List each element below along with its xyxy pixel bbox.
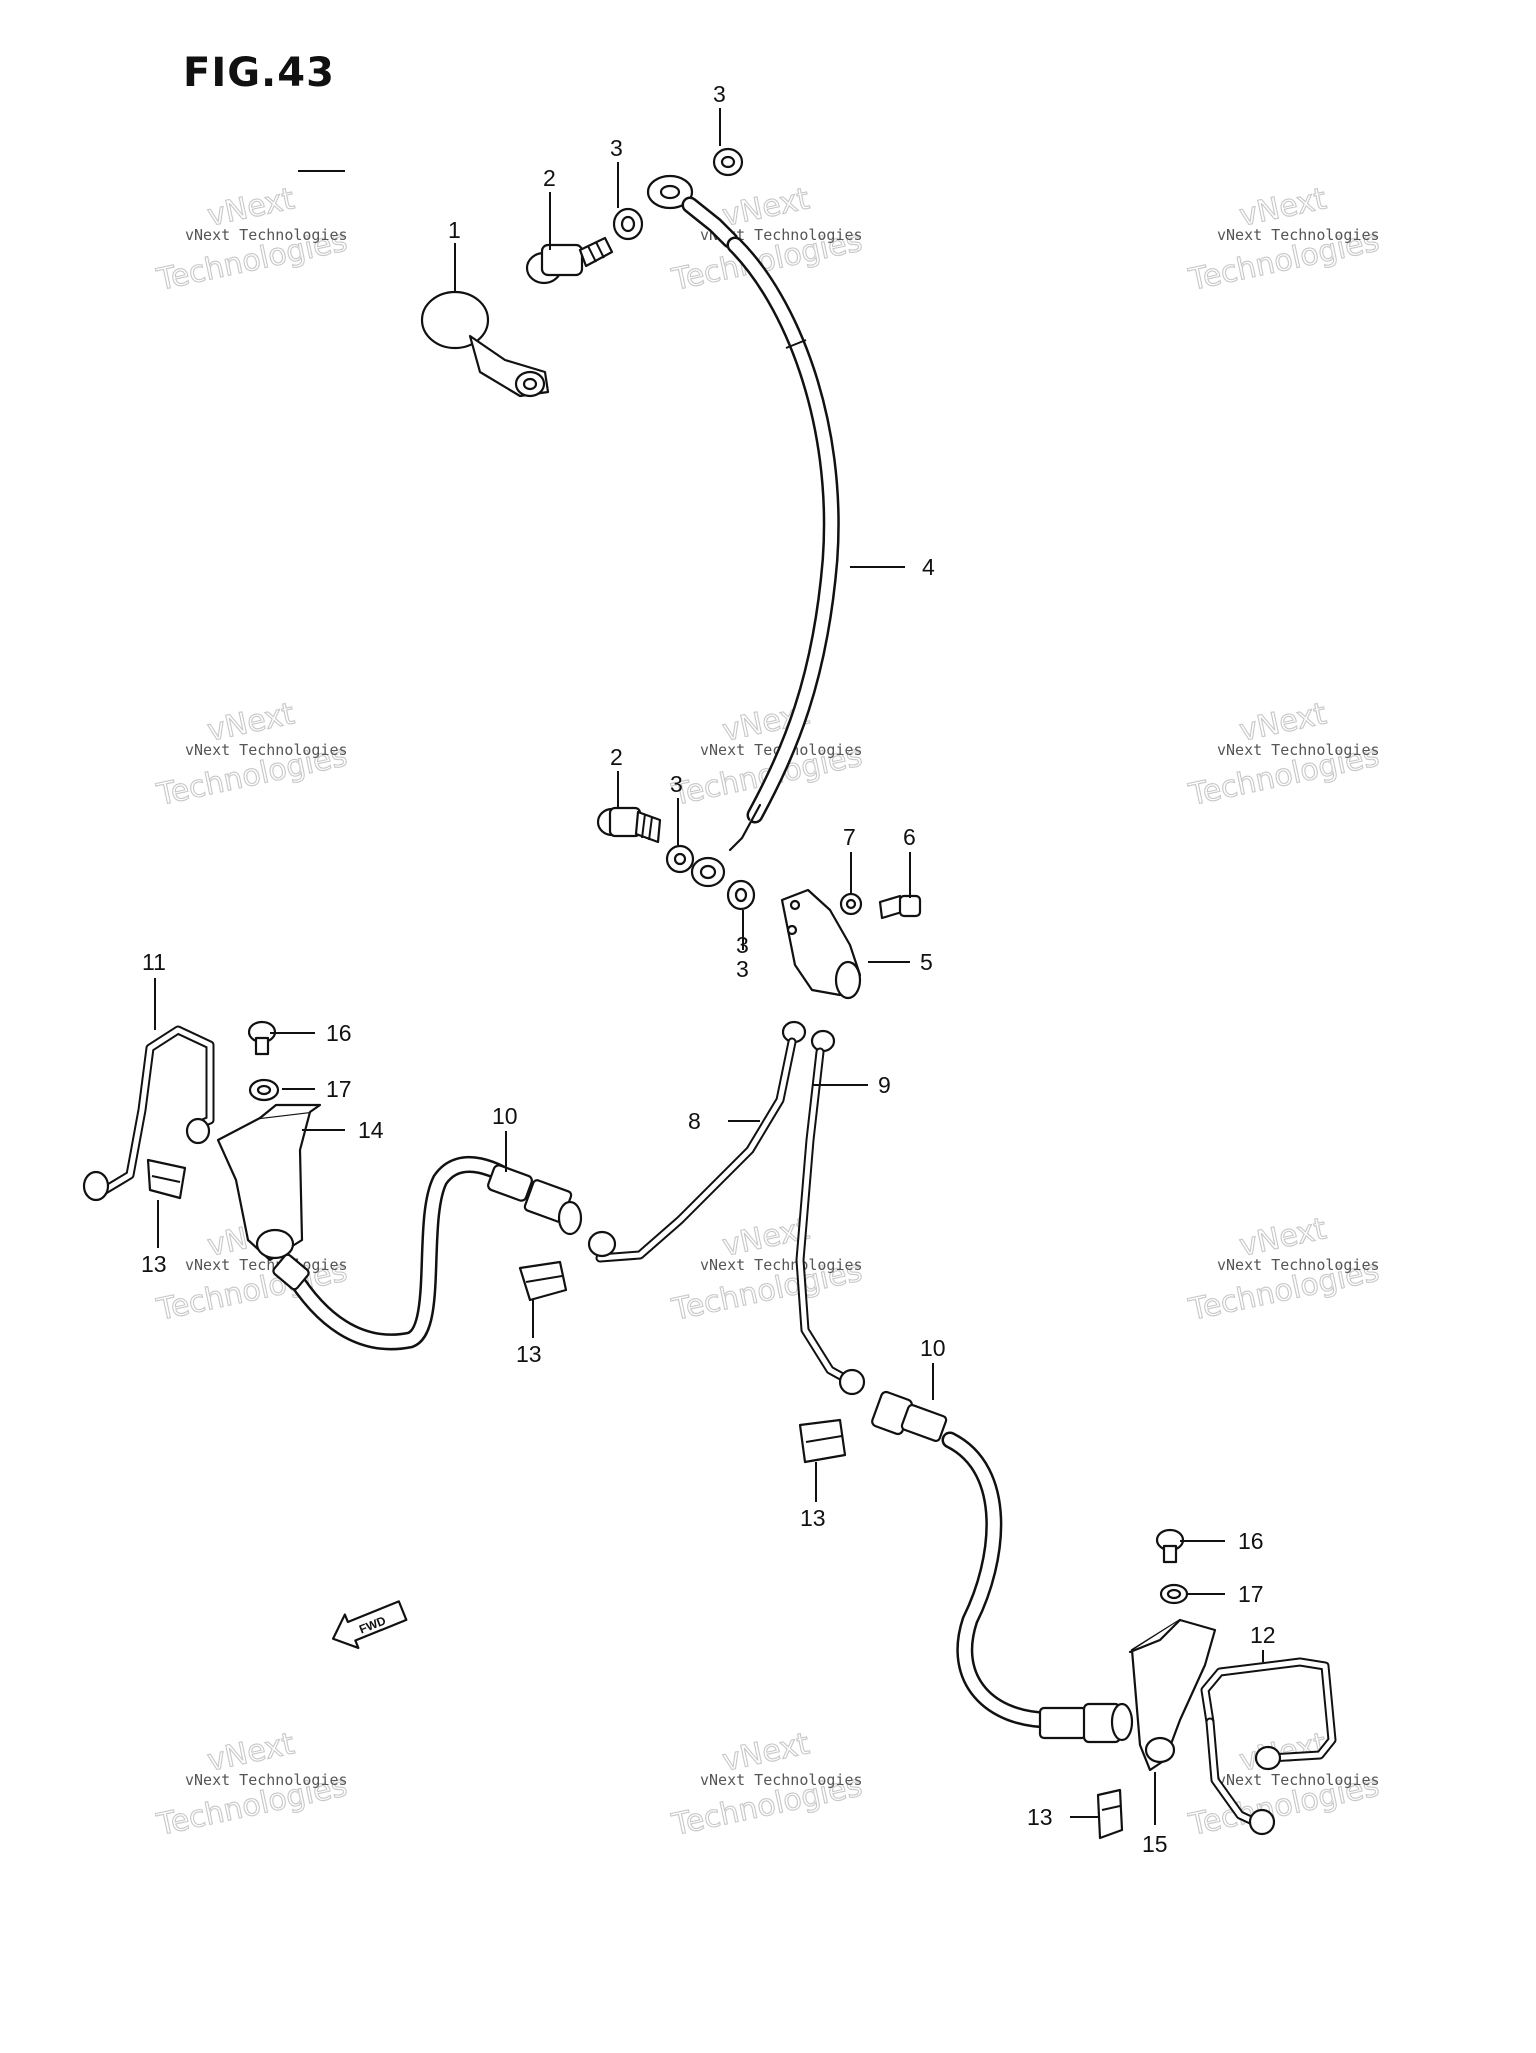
part-9-brake-pipe (795, 1029, 866, 1396)
part-6-bolt (878, 894, 922, 920)
part-1-cap (420, 290, 550, 398)
part-3-washer (712, 147, 744, 177)
watermark-text: vNext Technologies (185, 1256, 348, 1274)
watermark: Technologies vNext vNext Technologies (1185, 181, 1383, 299)
part-2-banjo-bolt (525, 236, 614, 285)
callout-14: 14 (358, 1117, 384, 1143)
part-10-brake-hose (272, 1155, 583, 1351)
callout-9: 9 (878, 1072, 891, 1098)
callout-4: 4 (922, 554, 935, 580)
callout-17: 17 (326, 1076, 352, 1102)
callout-13: 13 (516, 1341, 542, 1367)
watermark: Technologies vNext vNext Technologies (153, 1726, 351, 1844)
callout-13: 13 (141, 1251, 167, 1277)
figure-title: FIG.43 (183, 50, 335, 96)
part-8-brake-pipe (587, 1020, 807, 1263)
callout-13: 13 (1027, 1804, 1053, 1830)
watermark: Technologies vNext vNext Technologies (668, 1726, 866, 1844)
part-15-bracket (1128, 1618, 1217, 1772)
callout-12: 12 (1250, 1622, 1276, 1648)
callout-2: 2 (610, 744, 623, 770)
watermark-text: vNext Technologies (700, 1771, 863, 1789)
part-17-nut (248, 1078, 280, 1102)
callout-3: 3 (670, 771, 683, 797)
part-2-banjo-bolt-lower (596, 806, 662, 844)
callout-3: 3 (713, 81, 726, 107)
part-13-clip (1096, 1788, 1124, 1840)
part-16-bolt (247, 1020, 277, 1056)
part-17-nut (1159, 1583, 1189, 1605)
callout-2: 2 (543, 165, 556, 191)
callout-17: 17 (1238, 1581, 1264, 1607)
watermark: Technologies vNext vNext Technologies (668, 1211, 866, 1329)
callout-labels: 1 2 3 3 3 4 2 3 3 7 6 5 11 16 17 14 10 8… (141, 81, 1276, 1857)
part-10-brake-hose (871, 1390, 1134, 1744)
part-14-bracket (216, 1103, 322, 1262)
callout-16: 16 (1238, 1528, 1264, 1554)
watermark-text: vNext Technologies (185, 226, 348, 244)
part-5-joint (780, 888, 862, 1000)
callout-5: 5 (920, 949, 933, 975)
callout-10: 10 (920, 1335, 946, 1361)
watermark-group: Technologies vNext vNext Technologies Te… (153, 181, 1383, 1844)
part-16-bolt (1155, 1528, 1185, 1564)
watermark: Technologies vNext vNext Technologies (668, 181, 866, 299)
callout-7: 7 (843, 824, 856, 850)
part-11-brake-pipe (82, 1025, 215, 1202)
part-3-washer (612, 207, 644, 241)
watermark: Technologies vNext vNext Technologies (1185, 696, 1383, 814)
watermark-text: vNext Technologies (700, 1256, 863, 1274)
part-13-clip (518, 1260, 568, 1302)
part-7-washer (839, 892, 863, 916)
part-3-washer (726, 879, 756, 911)
watermark-text: vNext Technologies (1217, 226, 1380, 244)
callout-10: 10 (492, 1103, 518, 1129)
callout-16: 16 (326, 1020, 352, 1046)
part-13-clip (146, 1158, 187, 1200)
watermark-text: vNext Technologies (1217, 741, 1380, 759)
part-13-clip (798, 1418, 847, 1464)
callout-8: 8 (688, 1108, 701, 1134)
watermark-text: vNext Technologies (1217, 1771, 1380, 1789)
callout-3: 3 (736, 932, 749, 958)
watermark-text: vNext Technologies (185, 1771, 348, 1789)
watermark-text: vNext Technologies (185, 741, 348, 759)
callout-6: 6 (903, 824, 916, 850)
watermark: Technologies vNext vNext Technologies (153, 181, 351, 299)
watermark: Technologies vNext vNext Technologies (153, 696, 351, 814)
callout-15: 15 (1142, 1831, 1168, 1857)
part-12-brake-pipe (1200, 1657, 1337, 1836)
watermark: Technologies vNext vNext Technologies (1185, 1211, 1383, 1329)
fwd-arrow-icon: FWD (331, 1600, 408, 1650)
callout-13: 13 (800, 1505, 826, 1531)
part-3-washer (665, 844, 695, 874)
watermark-text: vNext Technologies (1217, 1256, 1380, 1274)
leader-lines (154, 108, 1264, 1825)
part-4-brake-hose (646, 174, 840, 888)
callout-3: 3 (610, 135, 623, 161)
callout-3-lower: 3 (736, 956, 749, 982)
callout-1: 1 (448, 217, 461, 243)
callout-11: 11 (142, 949, 166, 975)
